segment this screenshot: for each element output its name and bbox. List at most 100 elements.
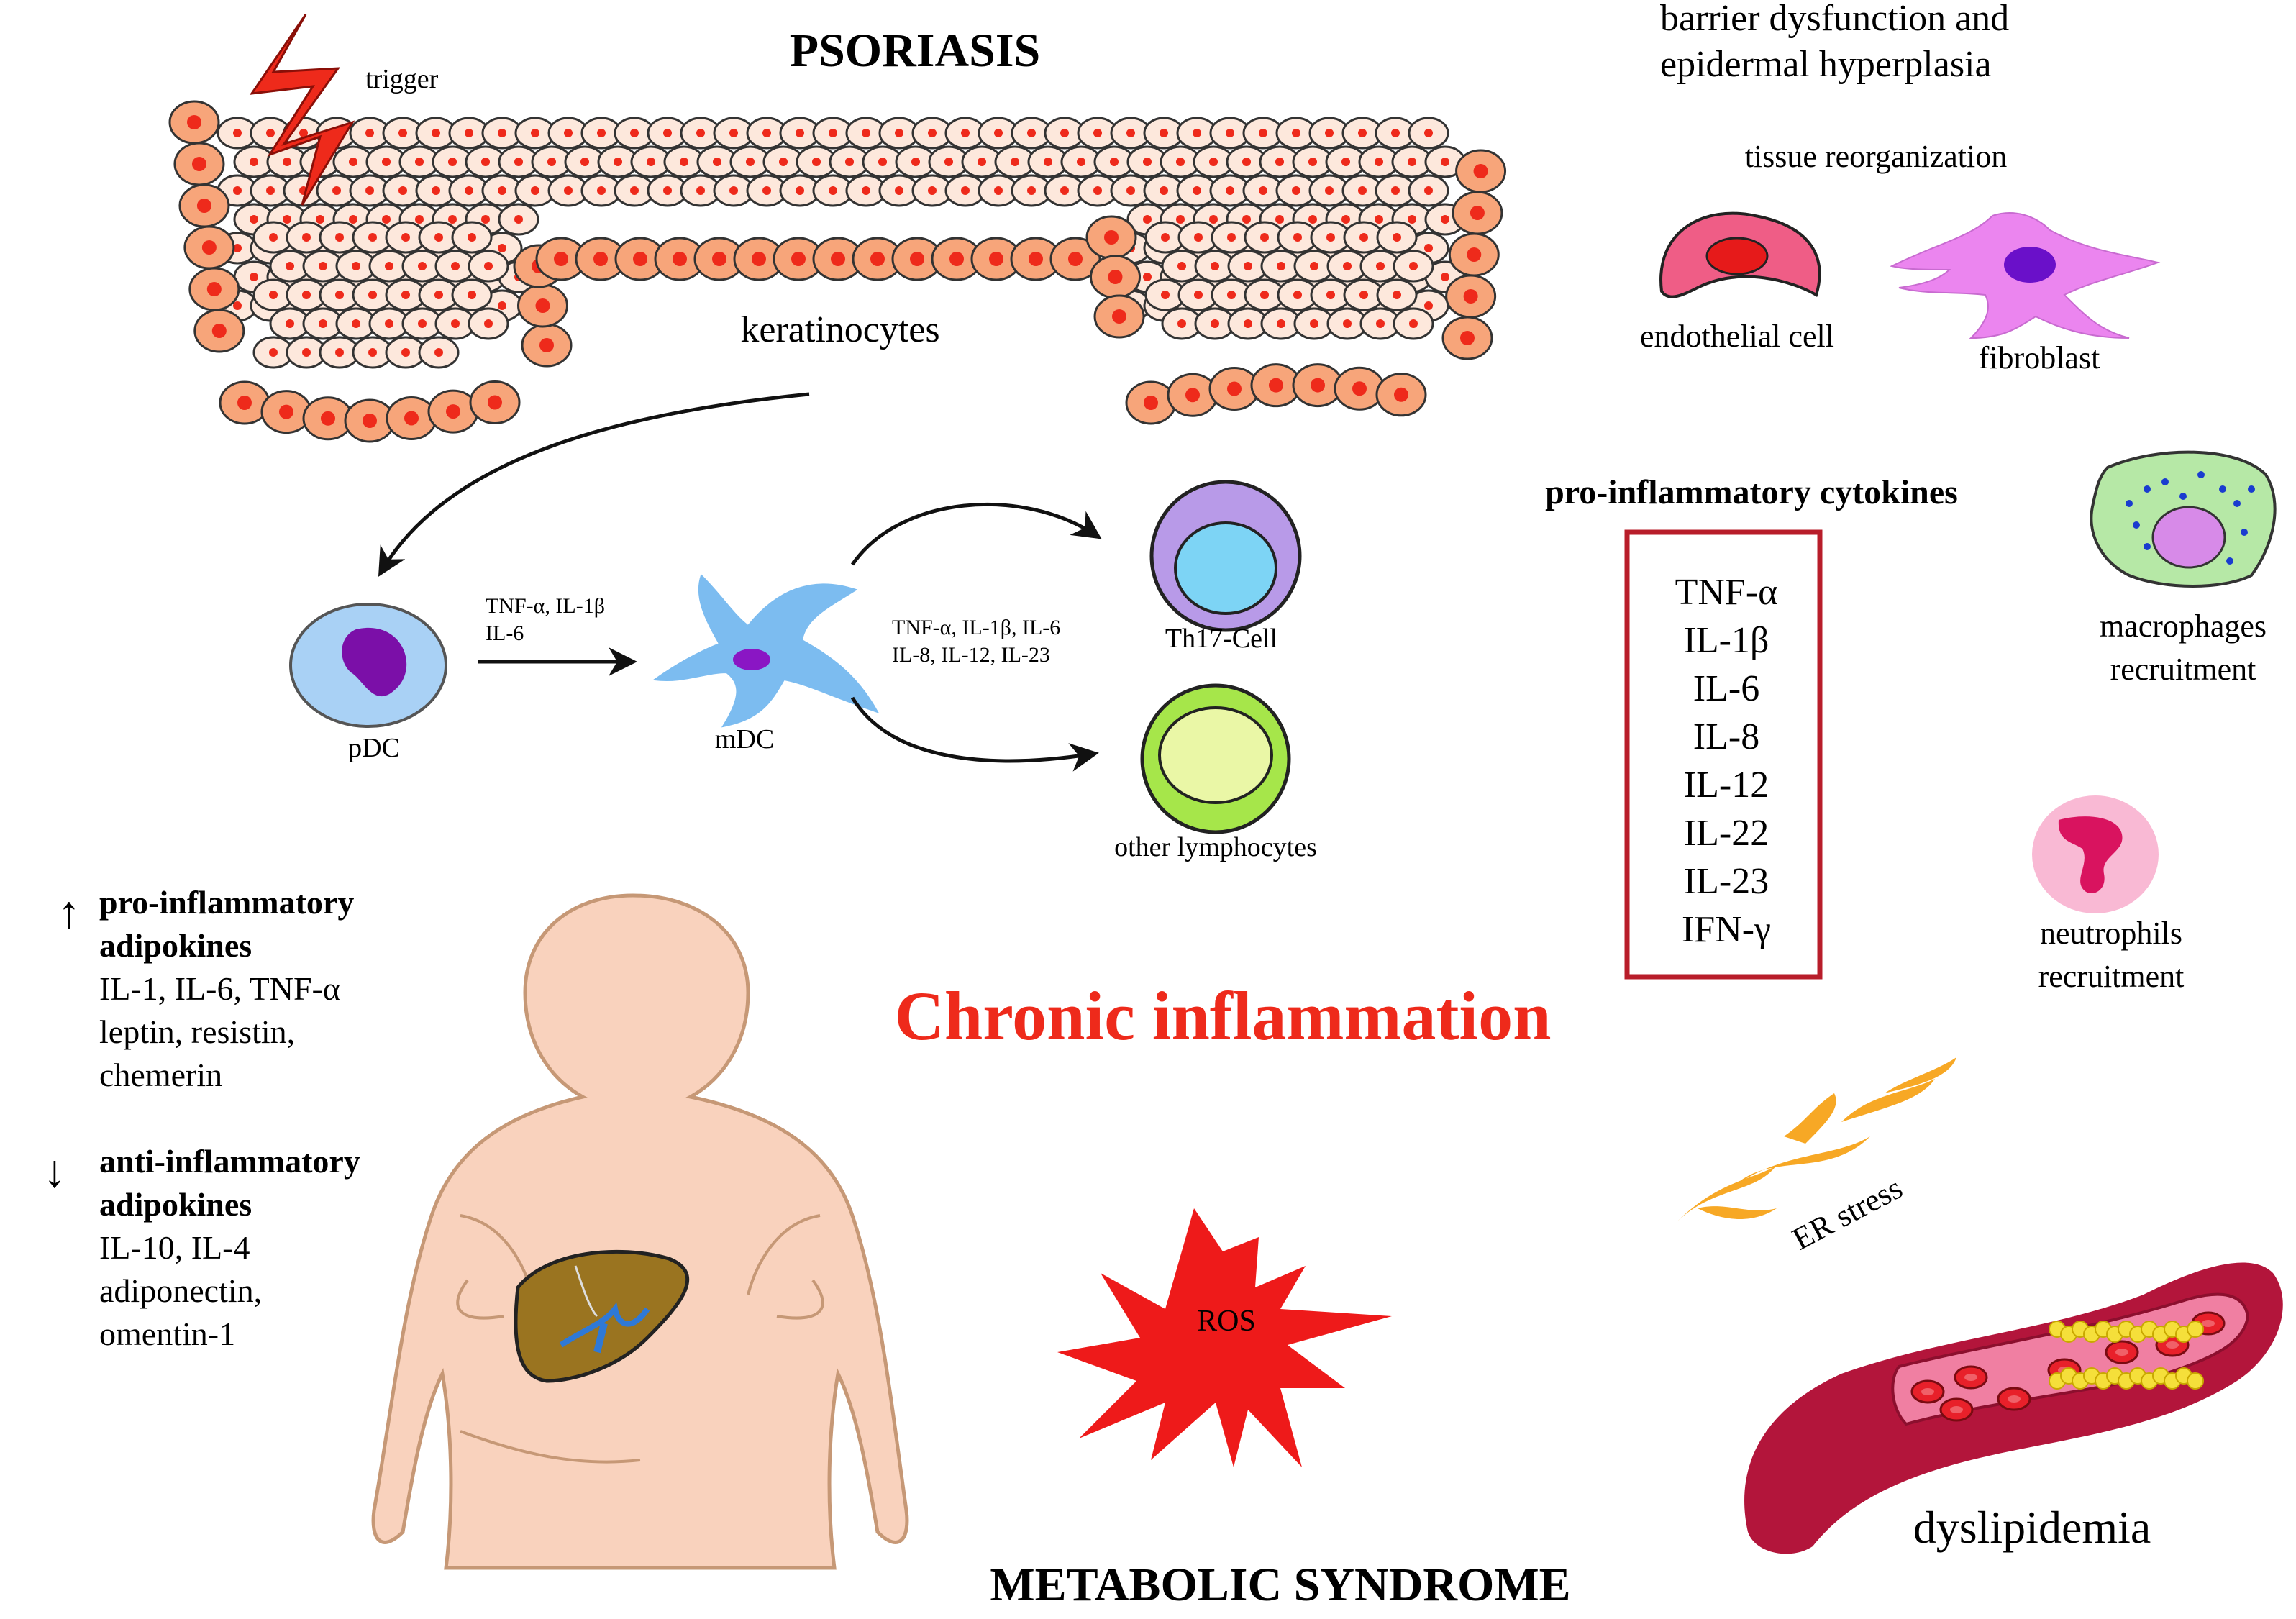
keratinocyte-nucleus [1177,262,1186,270]
keratinocyte-nucleus [191,157,206,171]
keratinocyte-nucleus [1193,186,1201,195]
pro-adipokines-heading-line2: adipokines [99,927,252,964]
dyslipidemia-label: dyslipidemia [1913,1502,2151,1553]
keratinocyte-nucleus [352,262,360,270]
macrophage-granule [2248,485,2255,493]
keratinocyte-nucleus [418,262,427,270]
keratinocyte-nucleus [1376,262,1385,270]
keratinocyte-nucleus [1269,378,1283,393]
endothelial-cell [1659,211,1821,298]
keratinocyte-nucleus [514,215,523,224]
keratinocyte-nucleus [961,186,970,195]
keratinocyte-nucleus [1394,387,1408,402]
keratinocyte-nucleus [1259,186,1267,195]
keratinocyte-nucleus [630,186,639,195]
keratinocyte-nucleus [791,252,806,266]
keratinocyte-nucleus [484,262,493,270]
keratinocyte-nucleus [365,186,374,195]
keratinocyte-nucleus [633,252,647,266]
keratinocyte-nucleus [385,319,393,328]
keratinocyte-nucleus [1460,331,1475,345]
mdc-label: mDC [715,724,774,754]
keratinocyte-nucleus [365,129,374,137]
cytokines-heading: pro-inflammatory cytokines [1545,473,1958,511]
keratinocyte-nucleus [1226,186,1234,195]
keratinocyte-nucleus [1194,291,1203,299]
keratinocyte-nucleus [206,282,222,296]
keratinocyte-nucleus [895,186,903,195]
keratinocyte-nucleus [547,158,556,166]
mdc-to-t-cytokines-line2: IL-8, IL-12, IL-23 [892,643,1050,667]
keratinocyte-nucleus [1409,319,1418,328]
keratinocyte-nucleus [319,262,327,270]
keratinocyte-nucleus [432,129,440,137]
keratinocyte-nucleus [1177,319,1186,328]
keratinocyte-nucleus [564,186,573,195]
keratinocyte-nucleus [1424,129,1433,137]
keratinocyte-nucleus [1424,301,1433,310]
keratinocyte-nucleus [1044,158,1052,166]
keratinocyte-nucleus [696,186,705,195]
keratinocyte-nucleus [1211,262,1219,270]
cytokines-box [1624,529,1823,980]
keratinocyte-nucleus [398,129,407,137]
keratinocyte-nucleus [1441,158,1449,166]
keratinocyte-nucleus [1193,129,1201,137]
keratinocyte-nucleus [468,233,476,242]
chronic-inflammation-label: Chronic inflammation [895,977,1552,1054]
keratinocyte-nucleus [1060,186,1069,195]
keratinocyte-nucleus [196,199,211,213]
metabolic-syndrome-title: METABOLIC SYNDROME [990,1559,1570,1611]
keratinocyte-nucleus [862,129,870,137]
anti-adipokines-heading-line2: adipokines [99,1186,252,1223]
keratinocyte-nucleus [1310,319,1318,328]
pdc-to-mdc-cytokines-line2: IL-6 [486,621,524,645]
keratinocyte-nucleus [1143,158,1152,166]
keratinocyte-nucleus [1143,215,1152,224]
keratinocyte-nucleus [233,129,242,137]
keratinocyte-nucleus [746,158,755,166]
keratinocyte-nucleus [382,158,391,166]
keratinocyte-nucleus [1408,215,1416,224]
macrophage-granule [2241,529,2248,536]
cytokine-item: IFN-γ [1682,909,1771,950]
er-stress-label: ER stress [1787,1170,1908,1257]
keratinocyte-nucleus [1027,129,1036,137]
keratinocyte-nucleus [418,319,427,328]
fibroblast-cell [1890,212,2161,339]
keratinocyte-nucleus [349,158,357,166]
keratinocyte-nucleus [368,291,377,299]
keratinocyte-nucleus [1227,381,1242,396]
keratinocyte-nucleus [498,186,506,195]
keratinocyte-nucleus [269,348,278,357]
neutrophils-label-line1: neutrophils [2040,916,2182,951]
keratinocyte-nucleus [1393,233,1401,242]
arrow-keratinocytes-to-pdc [378,392,810,577]
keratinocyte-nucleus [1244,262,1252,270]
keratinocyte-nucleus [398,186,407,195]
keratinocyte-nucleus [468,291,476,299]
keratinocyte-nucleus [663,186,672,195]
keratinocyte-nucleus [1126,129,1135,137]
pro-adipokines-item-3: chemerin [99,1057,222,1093]
lightning-icon [249,14,355,206]
keratinocyte-nucleus [762,129,771,137]
keratinocyte-nucleus [1326,291,1335,299]
keratinocyte-nucleus [870,252,885,266]
keratinocyte-nucleus [752,252,766,266]
pro-adipokines-heading-line1: pro-inflammatory [99,884,354,921]
down-arrow-icon: ↓ [43,1146,66,1197]
keratinocyte-nucleus [233,244,242,252]
keratinocyte-nucleus [1293,291,1302,299]
keratinocyte-nucleus [1424,244,1433,252]
keratinocyte-nucleus [1326,233,1335,242]
keratinocyte-nucleus [286,262,294,270]
barrier-line2: epidermal hyperplasia [1660,44,1992,85]
macrophage-granule [2197,471,2205,478]
keratinocyte-nucleus [1358,129,1367,137]
macrophage-granule [2144,543,2151,550]
macrophages-label-line2: recruitment [2110,652,2256,687]
keratinocyte-nucleus [1209,215,1218,224]
keratinocyte-nucleus [404,411,419,426]
keratinocyte-nucleus [401,291,410,299]
